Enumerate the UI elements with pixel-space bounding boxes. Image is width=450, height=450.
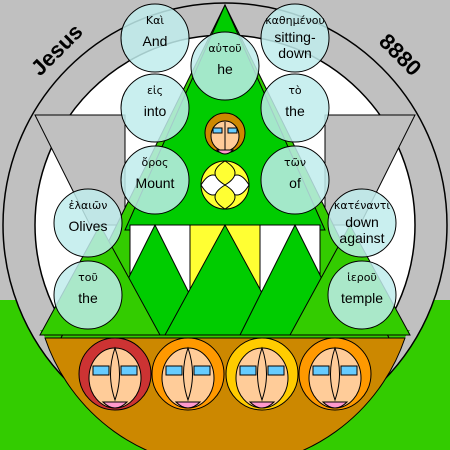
face-2 — [151, 337, 225, 411]
face-3 — [225, 337, 299, 411]
word-circle-shape — [120, 3, 190, 73]
word-circle-eis: εἰς into — [120, 73, 190, 143]
greek-word: ὄρος — [142, 156, 169, 169]
greek-word: καθημένου — [265, 14, 325, 27]
english-word: down — [278, 45, 311, 61]
greek-word: τοῦ — [78, 271, 98, 284]
english-word: the — [78, 290, 98, 306]
english-word: Mount — [136, 175, 175, 191]
greek-word: ἐλαιῶν — [69, 199, 108, 212]
word-circle-shape — [260, 73, 330, 143]
english-word: of — [289, 175, 301, 191]
face-part — [110, 346, 120, 402]
word-circle-shape — [327, 260, 397, 330]
word-circle-kathemenou: καθημένου sitting-down — [260, 3, 330, 73]
greek-word: αὐτοῦ — [208, 42, 241, 55]
face-part — [239, 365, 257, 376]
word-circle-tou: τοῦ the — [53, 260, 123, 330]
face-part — [165, 365, 183, 376]
english-word: down — [345, 214, 378, 230]
greek-word: εἰς — [147, 84, 163, 97]
face-part — [321, 401, 349, 409]
top-figure — [204, 112, 246, 155]
word-circle-autou: αὐτοῦ he — [190, 31, 260, 101]
word-circle-shape — [260, 3, 330, 73]
face-part — [174, 401, 202, 409]
word-circle-shape — [53, 188, 123, 258]
english-word: he — [217, 61, 233, 77]
greek-word: ἱεροῦ — [347, 271, 377, 284]
word-circle-shape — [120, 145, 190, 215]
face-part — [312, 365, 330, 376]
face-4 — [298, 337, 372, 411]
english-word: And — [143, 33, 168, 49]
english-word: the — [285, 103, 305, 119]
english-word: sitting- — [274, 29, 316, 45]
word-circle-shape — [327, 188, 397, 258]
greek-word: τὸ — [288, 84, 302, 97]
greek-word: Καὶ — [146, 14, 164, 27]
face-part — [101, 401, 129, 409]
english-word: against — [339, 230, 384, 246]
word-circle-shape — [53, 260, 123, 330]
word-circle-to: τὸ the — [260, 73, 330, 143]
word-circle-shape — [190, 31, 260, 101]
word-circle-shape — [260, 145, 330, 215]
english-word: Olives — [69, 218, 108, 234]
face-part — [257, 346, 267, 402]
greek-word: τῶν — [284, 156, 306, 169]
word-circle-ton: τῶν of — [260, 145, 330, 215]
word-circle-shape — [120, 73, 190, 143]
face-part — [267, 365, 285, 376]
face-part — [330, 346, 340, 402]
english-word: into — [144, 103, 167, 119]
english-word: temple — [341, 290, 383, 306]
face-1 — [78, 337, 152, 411]
face-part — [248, 401, 276, 409]
face-part — [120, 365, 138, 376]
face-part — [92, 365, 110, 376]
face-part — [193, 365, 211, 376]
greek-word: κατέναντι — [334, 199, 390, 212]
word-circle-hierou: ἱεροῦ temple — [327, 260, 397, 330]
face-row — [78, 337, 372, 411]
yellow-flower — [200, 160, 250, 210]
face-part — [340, 365, 358, 376]
face-part — [183, 346, 193, 402]
